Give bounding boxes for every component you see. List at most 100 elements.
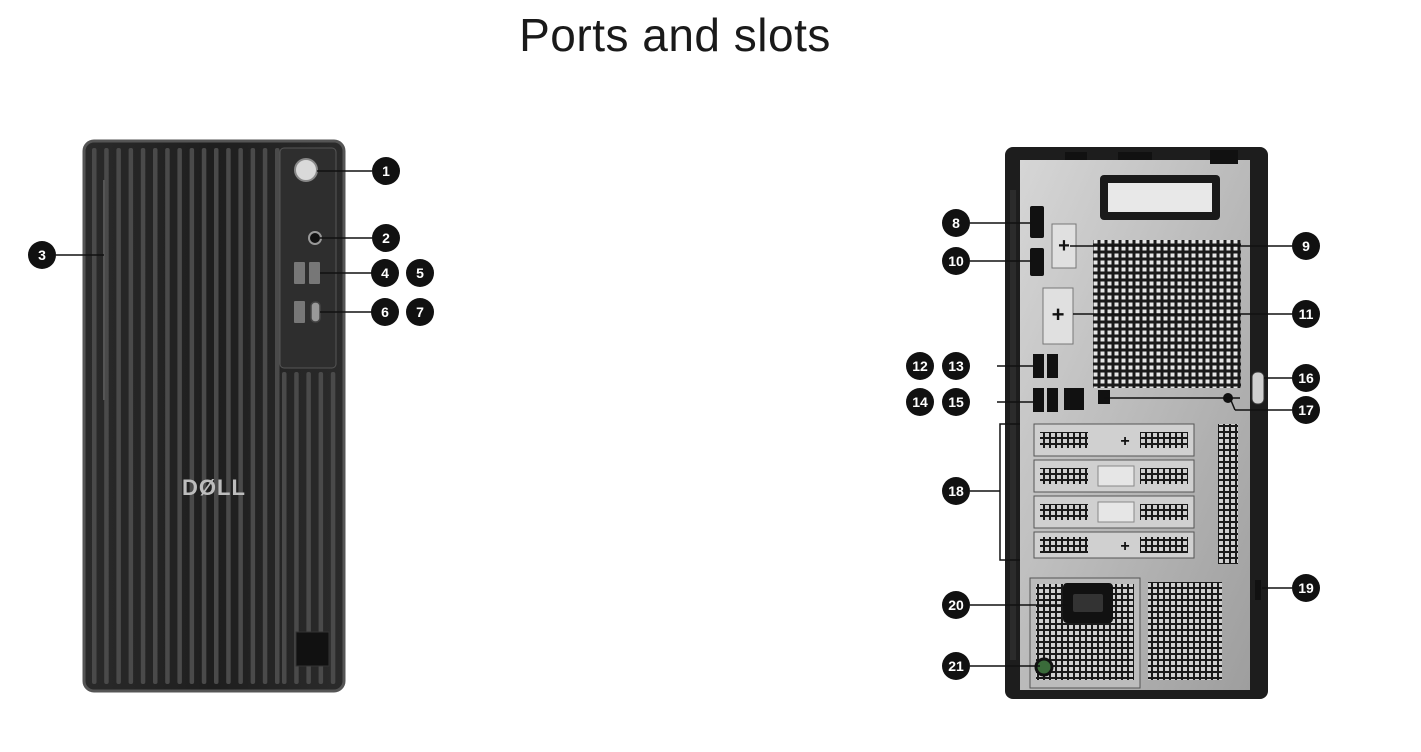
vent-slat — [238, 148, 243, 684]
callout-circle — [942, 477, 970, 505]
callout-5: 5 — [406, 259, 434, 287]
callout-number: 18 — [948, 483, 964, 499]
dell-logo: DØLL — [182, 475, 246, 500]
callout-circle — [906, 388, 934, 416]
svg-text:+: + — [1052, 302, 1065, 327]
vent-slat — [214, 148, 219, 684]
psu-diagnostic-led-icon — [1034, 657, 1054, 677]
callout-number: 5 — [416, 265, 424, 281]
callout-15: 15 — [942, 388, 970, 416]
vent-slat — [116, 148, 121, 684]
callout-4: 4 — [371, 259, 399, 287]
usb-c-port-icon — [310, 301, 321, 323]
callout-circle — [372, 157, 400, 185]
padlock-loop-icon — [1251, 371, 1265, 405]
callout-19: 19 — [1292, 574, 1320, 602]
callout-2: 2 — [372, 224, 400, 252]
vent-slat — [189, 148, 195, 684]
callout-circle — [1292, 574, 1320, 602]
callout-10: 10 — [942, 247, 970, 275]
usb-a-port-icon — [1047, 354, 1058, 378]
callout-number: 12 — [912, 358, 928, 374]
usb-a-port-icon — [294, 301, 305, 323]
vent-slat — [104, 148, 109, 684]
svg-text:+: + — [1058, 235, 1070, 257]
callout-number: 3 — [38, 247, 46, 263]
vent-slat — [282, 372, 287, 684]
vent-slat — [294, 372, 299, 684]
callout-3: 3 — [28, 241, 56, 269]
callout-number: 17 — [1298, 402, 1314, 418]
headset-jack-icon — [308, 231, 322, 245]
svg-text:+: + — [1120, 538, 1129, 555]
callout-number: 4 — [381, 265, 389, 281]
option-port-2 — [1042, 287, 1074, 345]
callout-circle — [371, 259, 399, 287]
callout-21: 21 — [942, 652, 970, 680]
callout-number: 21 — [948, 658, 964, 674]
callout-circle — [942, 209, 970, 237]
vent-slat — [153, 148, 158, 684]
callout-number: 9 — [1302, 238, 1310, 254]
callout-number: 15 — [948, 394, 964, 410]
displayport-icon — [1030, 206, 1044, 238]
callout-1: 1 — [372, 157, 400, 185]
vent-slat — [92, 148, 97, 684]
callout-16: 16 — [1292, 364, 1320, 392]
callout-number: 8 — [952, 215, 960, 231]
callout-18: 18 — [942, 477, 970, 505]
page-title: Ports and slots — [519, 9, 831, 61]
callout-number: 13 — [948, 358, 964, 374]
callout-number: 20 — [948, 597, 964, 613]
svg-text:+: + — [1120, 433, 1129, 450]
callout-11: 11 — [1292, 300, 1320, 328]
usb-a-port-icon — [1047, 388, 1058, 412]
callout-circle — [406, 259, 434, 287]
callout-circle — [1292, 300, 1320, 328]
power-button-icon — [294, 158, 318, 182]
callout-13: 13 — [942, 352, 970, 380]
callout-circle — [1292, 364, 1320, 392]
security-slot-icon — [1255, 580, 1261, 600]
callout-circle — [1292, 396, 1320, 424]
usb-a-port-icon — [1033, 388, 1044, 412]
callout-circle — [942, 388, 970, 416]
callout-6: 6 — [371, 298, 399, 326]
vent-slat — [201, 148, 207, 684]
callout-circle — [1292, 232, 1320, 260]
callout-circle — [906, 352, 934, 380]
callout-number: 14 — [912, 394, 928, 410]
callout-number: 19 — [1298, 580, 1314, 596]
callout-circle — [28, 241, 56, 269]
callout-number: 11 — [1299, 306, 1314, 322]
callout-circle — [942, 652, 970, 680]
usb-a-port-icon — [1033, 354, 1044, 378]
vent-slat — [165, 148, 170, 684]
usb-a-port-icon — [294, 262, 305, 284]
leader-lines — [56, 170, 1292, 667]
vent-slat — [128, 148, 134, 684]
vent-slat — [177, 148, 182, 684]
callout-7: 7 — [406, 298, 434, 326]
callout-number: 10 — [948, 253, 964, 269]
callout-14: 14 — [906, 388, 934, 416]
callout-number: 6 — [381, 304, 389, 320]
front-view: DØLL — [82, 139, 346, 693]
callout-number: 2 — [382, 230, 390, 246]
callout-9: 9 — [1292, 232, 1320, 260]
callout-12: 12 — [906, 352, 934, 380]
expansion-slots: + + — [1033, 423, 1238, 564]
vent-slat — [226, 148, 231, 684]
usb-a-port-icon — [309, 262, 320, 284]
rear-view: + + + + — [1005, 147, 1268, 699]
vent-slat — [140, 148, 146, 684]
vent-slat — [250, 148, 256, 684]
callout-8: 8 — [942, 209, 970, 237]
callout-circle — [942, 352, 970, 380]
callout-number: 16 — [1298, 370, 1314, 386]
callout-20: 20 — [942, 591, 970, 619]
callout-circle — [942, 591, 970, 619]
vent-slat — [275, 148, 280, 684]
callout-number: 1 — [382, 163, 390, 179]
